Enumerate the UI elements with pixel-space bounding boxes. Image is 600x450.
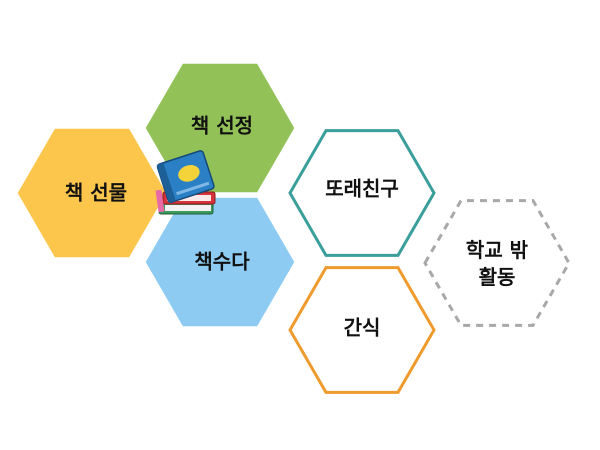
hexagon-snack — [288, 266, 436, 394]
hexagon-peer-friends — [288, 129, 436, 257]
stack-of-books-icon — [155, 150, 216, 215]
label-outside-activity: 학교 밖 활동 — [466, 237, 528, 291]
label-peer-friends: 또래친구 — [325, 176, 399, 201]
label-outside-activity-line-1: 학교 밖 — [465, 238, 529, 262]
hexagon-outside-activity — [423, 199, 571, 327]
label-book-selection: 책 선정 — [190, 113, 254, 138]
label-snack: 간식 — [343, 315, 381, 340]
label-book-chat: 책수다 — [194, 249, 250, 274]
label-book-gift: 책 선물 — [64, 180, 128, 205]
label-outside-activity-line-2: 활동 — [478, 265, 516, 289]
